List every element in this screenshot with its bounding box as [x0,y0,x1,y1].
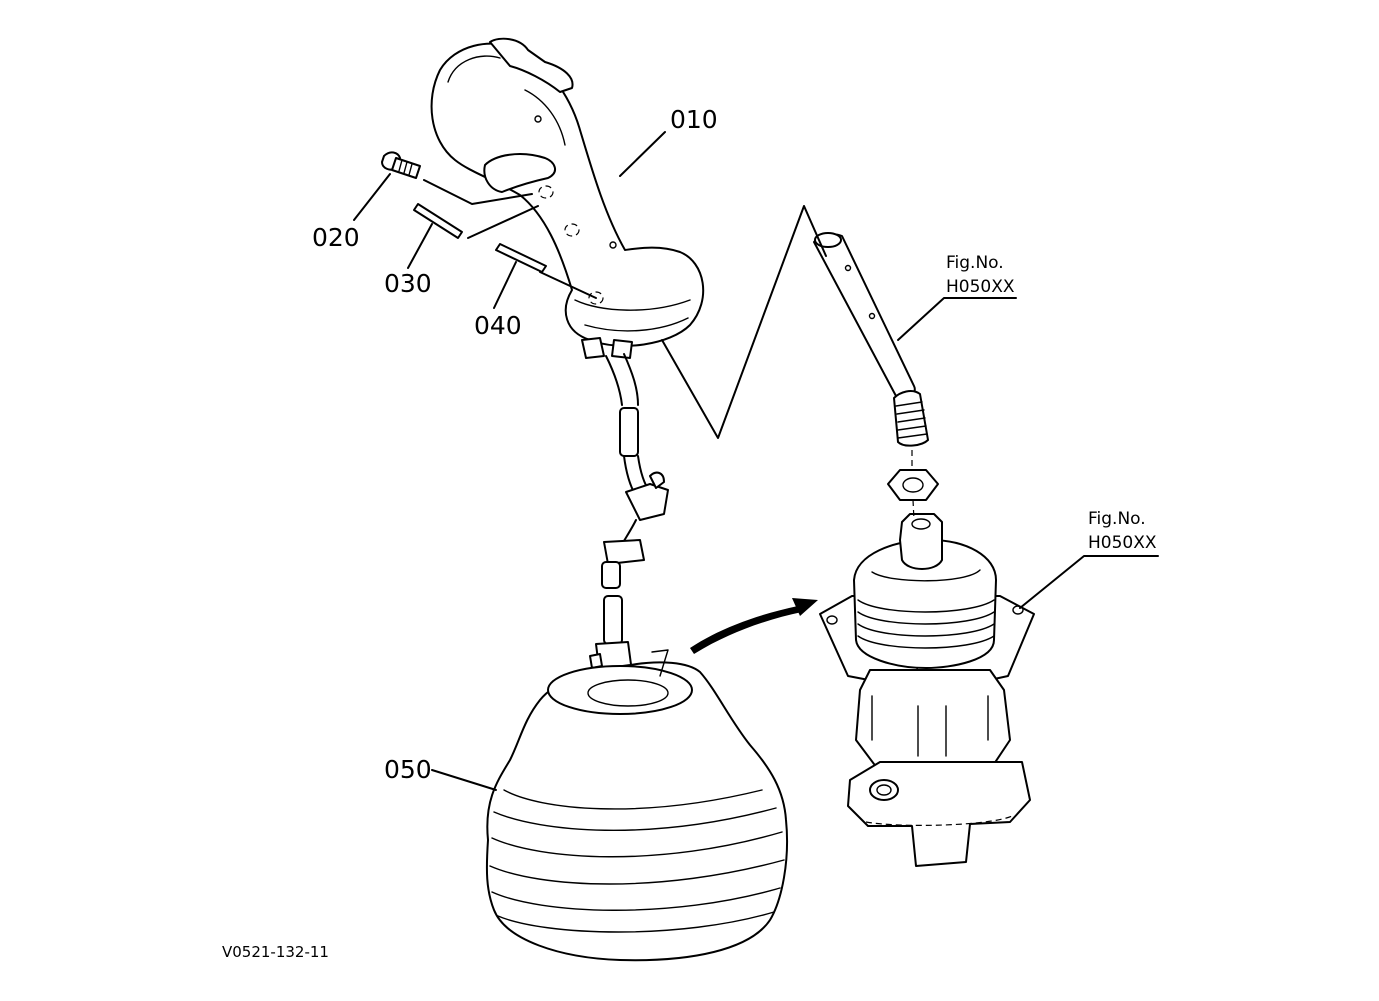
pin-040 [495,243,547,273]
fig-ref-upper-line1: Fig.No. [946,253,1004,273]
drawing-code: V0521-132-11 [222,943,329,961]
joystick-grip [430,37,705,359]
wire-harness [589,353,669,677]
part-label-020: 020 [312,223,360,252]
connection-line [661,205,827,439]
screw-020 [381,151,421,179]
pin-030 [413,203,463,239]
pilot-valve [819,513,1035,867]
shaft [813,232,929,447]
center-line [911,450,915,521]
assembly-arrow [690,598,818,654]
fig-ref-upper-line2: H050XX [946,277,1015,297]
part-label-050: 050 [384,755,432,784]
rubber-boot [485,649,789,962]
part-label-040: 040 [474,311,522,340]
fig-ref-lower-line2: H050XX [1088,533,1157,553]
part-label-010: 010 [670,105,718,134]
leader-lines [353,131,1159,791]
part-label-030: 030 [384,269,432,298]
fig-ref-lower-line1: Fig.No. [1088,509,1146,529]
hex-nut [887,469,939,501]
